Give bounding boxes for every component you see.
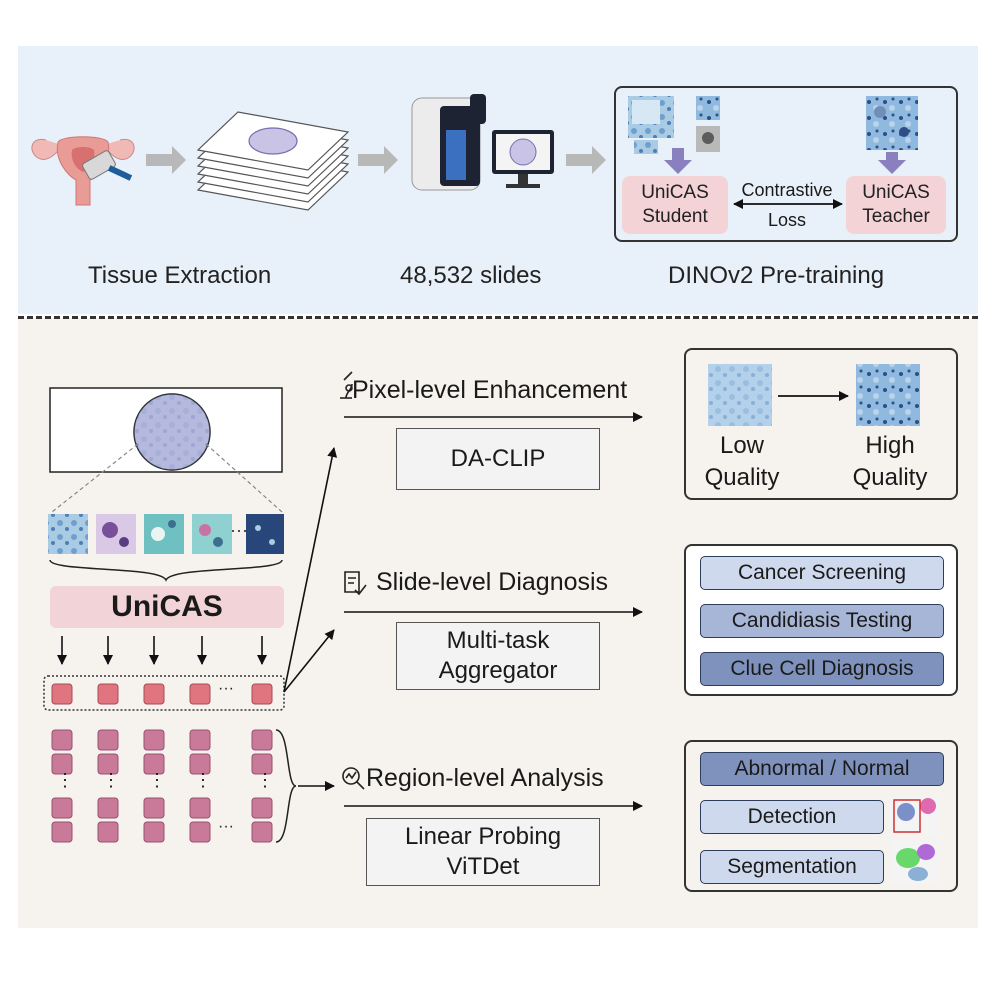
patch-token bbox=[51, 729, 273, 843]
whole-slide-icon bbox=[49, 387, 283, 473]
method-line2: Aggregator bbox=[438, 657, 558, 684]
teacher-label-line2: Teacher bbox=[862, 206, 930, 227]
feature-vdots: ⋮ bbox=[256, 770, 274, 790]
student-label-line1: UniCAS bbox=[641, 182, 709, 203]
teacher-model: UniCAS Teacher bbox=[846, 176, 946, 234]
token-row-frame bbox=[43, 675, 285, 711]
low-quality-line2: Quality bbox=[704, 464, 780, 491]
feature-ellipsis: ··· bbox=[218, 818, 234, 835]
slide-level-title: Slide-level Diagnosis bbox=[376, 568, 609, 596]
pretraining-panel bbox=[18, 46, 978, 314]
zoom-lines bbox=[51, 443, 283, 513]
swab-icon bbox=[82, 150, 133, 181]
flow-arrow bbox=[146, 146, 606, 174]
segmentation-thumbnail bbox=[890, 840, 940, 884]
branch-arrow-slide bbox=[283, 629, 335, 693]
magnify-chart-icon bbox=[342, 767, 365, 790]
document-check-icon bbox=[344, 571, 367, 596]
patch-brace bbox=[49, 559, 283, 582]
image-patches bbox=[48, 514, 284, 554]
low-quality-label: Low Quality bbox=[696, 430, 788, 494]
contrastive-loss-label: Contrastive Loss bbox=[732, 178, 842, 232]
region-level-title: Region-level Analysis bbox=[366, 764, 604, 792]
high-quality-line2: Quality bbox=[852, 464, 928, 491]
feature-vdots: ⋮ bbox=[56, 770, 74, 790]
loss-label-line1: Contrastive bbox=[741, 180, 833, 200]
encoder-output-arrow bbox=[57, 636, 267, 665]
pixel-level-title: Pixel-level Enhancement bbox=[352, 376, 628, 404]
slide-stack-icon bbox=[196, 111, 350, 211]
uterus-icon bbox=[31, 136, 135, 206]
task-segmentation: Segmentation bbox=[700, 850, 884, 884]
branch-arrow-pixel bbox=[283, 447, 338, 693]
low-quality-patch bbox=[708, 364, 772, 426]
slide-tasks-box: Cancer Screening Candidiasis Testing Clu… bbox=[684, 544, 958, 696]
feature-vdots: ⋮ bbox=[148, 770, 166, 790]
task-abnormal-normal: Abnormal / Normal bbox=[700, 752, 944, 786]
feature-brace bbox=[275, 729, 297, 843]
microscope-icon bbox=[340, 371, 353, 399]
method-da-clip: DA-CLIP bbox=[450, 445, 546, 472]
patch-ellipsis: ··· bbox=[230, 520, 248, 540]
feature-vdots: ⋮ bbox=[194, 770, 212, 790]
high-quality-patch bbox=[856, 364, 920, 426]
pretraining-caption: DINOv2 Pre-training bbox=[668, 262, 885, 289]
loss-label-line2: Loss bbox=[767, 210, 807, 230]
section-divider bbox=[18, 316, 978, 319]
pretraining-box bbox=[614, 86, 958, 242]
slide-scanner-icon bbox=[411, 94, 486, 191]
pixel-method-box: DA-CLIP bbox=[396, 428, 600, 490]
task-detection: Detection bbox=[700, 800, 884, 834]
method-line2: ViTDet bbox=[446, 853, 520, 880]
teacher-patch bbox=[866, 96, 918, 150]
method-line1: Multi-task bbox=[446, 627, 550, 654]
feature-vdots: ⋮ bbox=[102, 770, 120, 790]
patch-arrow bbox=[664, 148, 906, 174]
enhancement-output-box bbox=[684, 348, 958, 500]
monitor-icon bbox=[492, 130, 554, 188]
high-quality-line1: High bbox=[865, 432, 915, 459]
tissue-extraction-caption: Tissue Extraction bbox=[88, 262, 272, 289]
student-patches bbox=[628, 96, 720, 154]
method-line1: Linear Probing bbox=[404, 823, 562, 850]
teacher-label-line1: UniCAS bbox=[862, 182, 930, 203]
region-tasks-box: Abnormal / Normal Detection Segmentation bbox=[684, 740, 958, 892]
high-quality-label: High Quality bbox=[842, 430, 938, 494]
detection-thumbnail bbox=[890, 796, 940, 836]
token-ellipsis: ··· bbox=[218, 680, 234, 697]
low-quality-line1: Low bbox=[719, 432, 765, 459]
task-clue-cell-diagnosis: Clue Cell Diagnosis bbox=[700, 652, 944, 686]
student-model: UniCAS Student bbox=[622, 176, 728, 234]
task-cancer-screening: Cancer Screening bbox=[700, 556, 944, 590]
task-candidiasis-testing: Candidiasis Testing bbox=[700, 604, 944, 638]
slide-count-caption: 48,532 slides bbox=[400, 262, 542, 289]
unicas-encoder: UniCAS bbox=[50, 586, 284, 628]
cls-token bbox=[51, 683, 273, 705]
student-label-line2: Student bbox=[642, 206, 708, 227]
